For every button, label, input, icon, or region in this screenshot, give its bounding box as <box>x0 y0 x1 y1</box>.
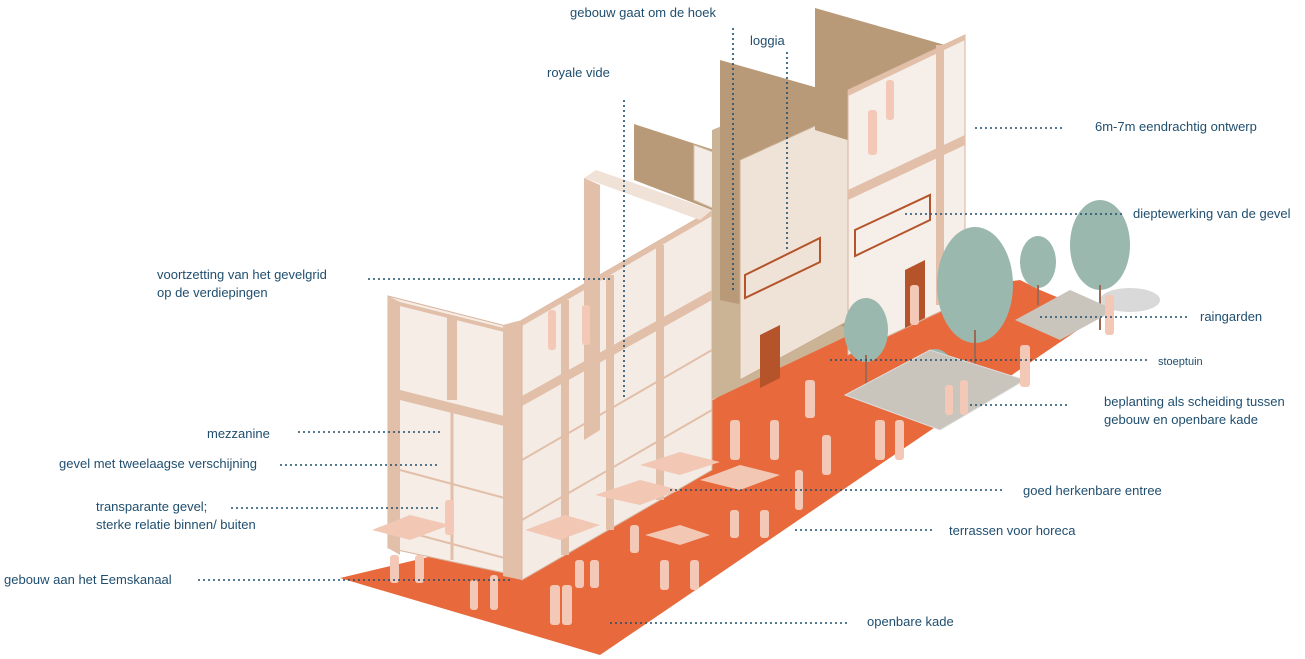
label-two-storey: gevel met tweelaagse verschijning <box>59 456 257 471</box>
label-corner: gebouw gaat om de hoek <box>570 5 716 20</box>
building-right <box>815 8 966 356</box>
label-uniform-design: 6m-7m eendrachtig ontwerp <box>1095 119 1257 134</box>
label-quay: openbare kade <box>867 614 954 629</box>
label-eemskanaal: gebouw aan het Eemskanaal <box>4 572 172 587</box>
label-planting: beplanting als scheiding tussen gebouw e… <box>1104 394 1285 427</box>
people <box>390 80 1114 625</box>
label-entrance: goed herkenbare entree <box>1023 483 1162 498</box>
leader-lines <box>198 28 1190 624</box>
label-transparent: transparante gevel; sterke relatie binne… <box>96 499 256 532</box>
label-vide: royale vide <box>547 65 610 80</box>
label-loggia: loggia <box>750 33 785 48</box>
stoeptuin-planter <box>1015 290 1115 340</box>
label-stoeptuin: stoeptuin <box>1158 356 1203 368</box>
label-raingarden: raingarden <box>1200 309 1263 324</box>
building-middle <box>634 60 860 400</box>
building-eemskanaal <box>387 170 713 581</box>
label-mezzanine: mezzanine <box>207 426 270 441</box>
label-facade-grid: voortzetting van het gevelgrid op de ver… <box>157 267 327 300</box>
label-terraces: terrassen voor horeca <box>949 523 1076 538</box>
terrace-umbrellas <box>372 452 780 545</box>
label-facade-depth: dieptewerking van de gevel <box>1133 206 1291 221</box>
